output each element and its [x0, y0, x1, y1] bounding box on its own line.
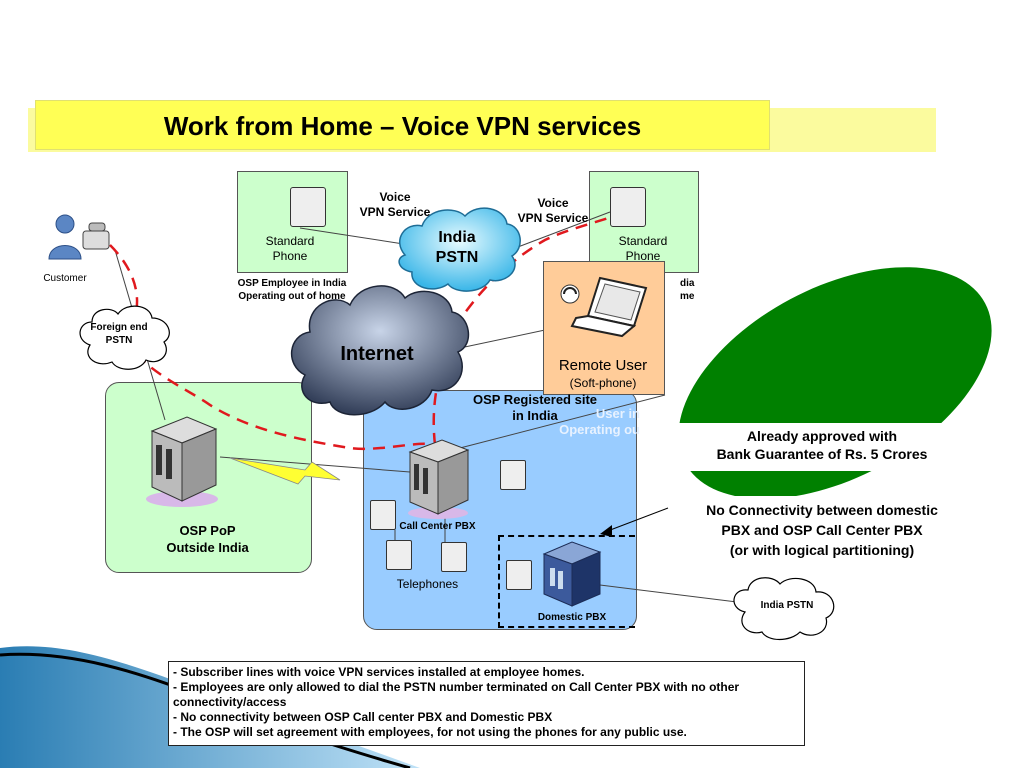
note-item: - The OSP will set agreement with employ…	[173, 725, 687, 739]
note-item: - Employees are only allowed to dial the…	[173, 680, 740, 709]
india-pstn-label: India PSTN	[435, 229, 479, 266]
note-item: - Subscriber lines with voice VPN servic…	[173, 665, 585, 679]
remote-user-label: Remote User	[558, 357, 648, 374]
foreign-pstn-cloud-shape	[79, 305, 170, 370]
telephones-label: Telephones	[396, 577, 459, 591]
notes-box: - Subscriber lines with voice VPN servic…	[168, 661, 805, 746]
no-connectivity-callout: No Connectivity between domestic PBX and…	[672, 496, 972, 570]
osp-pop-label: OSP PoP Outside India	[166, 523, 249, 555]
customer-label: Customer	[43, 273, 87, 284]
india-pstn-small-cloud-shape	[733, 577, 835, 641]
vpn-service-label-left: Voice VPN Service	[359, 190, 431, 219]
left-home-caption: OSP Employee in India Operating out of h…	[237, 278, 347, 302]
osp-site-ghost-text: User in Operating ou	[559, 406, 640, 437]
laptop-icon	[558, 274, 653, 344]
internet-cloud-shape	[290, 285, 470, 416]
left-standard-phone-icon	[290, 187, 326, 227]
left-phone-label: Standard Phone	[265, 234, 315, 263]
pstn-to-right-phone-line	[509, 211, 611, 251]
domestic-zone	[498, 535, 635, 628]
customer-avatar	[45, 211, 115, 266]
right-phone-label: Standard Phone	[618, 234, 668, 263]
site-telephone-icon	[386, 540, 412, 570]
foreign-pstn-label: Foreign end PSTN	[90, 322, 148, 346]
right-home-caption: dia me	[680, 278, 695, 302]
call-center-pbx-label: Call Center PBX	[399, 521, 476, 532]
note-item: - No connectivity between OSP Call cente…	[173, 710, 553, 724]
osp-pop-server-icon	[142, 413, 222, 508]
internet-label: Internet	[340, 343, 414, 365]
domestic-pbx-server-icon	[538, 540, 608, 610]
remote-user-sublabel: (Soft-phone)	[569, 376, 637, 390]
customer-call-path	[109, 244, 436, 451]
approved-callout: Already approved with Bank Guarantee of …	[672, 423, 972, 471]
site-telephone-icon	[370, 500, 396, 530]
vpn-call-path	[432, 210, 626, 446]
pbx-to-remote-line	[459, 394, 666, 449]
title-bar	[36, 101, 769, 149]
page-title: Work from Home – Voice VPN services	[163, 111, 642, 141]
satellite-link-bolt	[229, 457, 341, 485]
vpn-service-label-right: Voice VPN Service	[517, 196, 589, 225]
left-phone-to-pstn-line	[299, 227, 411, 246]
site-telephone-icon	[500, 460, 526, 490]
india-pstn-cloud-shape	[398, 207, 521, 292]
domestic-to-pstn-line	[599, 584, 746, 604]
domestic-telephone-icon	[506, 560, 532, 590]
osp-site-label: OSP Registered site in India	[472, 392, 598, 423]
site-telephone-icon	[441, 542, 467, 572]
call-center-pbx-server-icon	[402, 436, 472, 520]
domestic-pbx-label: Domestic PBX	[537, 612, 607, 623]
internet-to-remote-line	[459, 329, 546, 349]
india-pstn-small-label: India PSTN	[760, 600, 814, 611]
right-standard-phone-icon	[610, 187, 646, 227]
